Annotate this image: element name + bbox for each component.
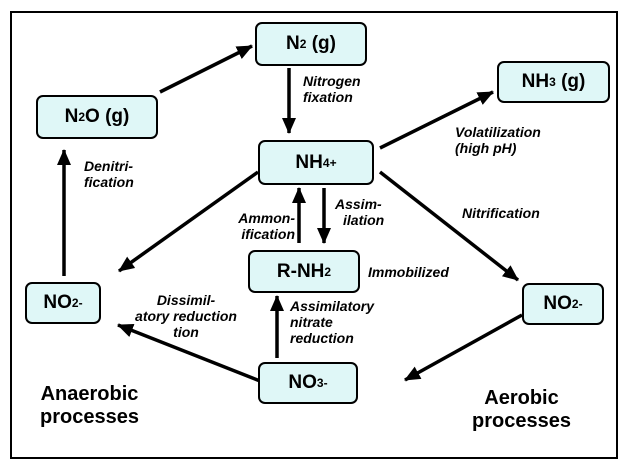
label-denitrification-line2: fication bbox=[84, 174, 134, 190]
arrow-nh4-to-no2left bbox=[117, 170, 260, 273]
label-assimilatory-nitrate-reduction: Assimilatory nitrate reduction bbox=[290, 298, 374, 346]
label-volatilization: Volatilization (high pH) bbox=[455, 124, 541, 156]
label-ammonification: Ammon- ification bbox=[208, 210, 295, 242]
label-immobilized-text: Immobilized bbox=[368, 264, 449, 280]
label-assimilatory-line3: reduction bbox=[290, 330, 354, 346]
label-volatilization-line1: Volatilization bbox=[455, 124, 541, 140]
node-nh3-sub: 3 bbox=[549, 75, 556, 89]
arrow-no2right-to-no3 bbox=[404, 313, 523, 382]
node-nh4-sup: + bbox=[329, 155, 337, 170]
label-volatilization-line2: (high pH) bbox=[455, 140, 517, 156]
node-nh4-sub: 4 bbox=[322, 155, 330, 170]
label-immobilized: Immobilized bbox=[368, 264, 449, 280]
node-no2-left-base: NO bbox=[43, 292, 72, 313]
label-assimilation-line1: Assim- bbox=[335, 196, 382, 212]
node-n2o-sub: 2 bbox=[78, 110, 86, 124]
label-dissimilatory-line1: Dissimil- bbox=[156, 292, 216, 308]
label-assimilatory-line2: nitrate bbox=[290, 314, 333, 330]
arrow-no3-to-no2left bbox=[117, 323, 261, 383]
node-n2-sub: 2 bbox=[299, 37, 307, 51]
region-aerobic-processes: Aerobic processes bbox=[472, 387, 571, 433]
region-anaerobic-line1: Anaerobic bbox=[40, 383, 139, 405]
label-denitrification: Denitri- fication bbox=[84, 158, 134, 190]
label-assimilation: Assim- ilation bbox=[335, 196, 384, 228]
node-no3-sup: - bbox=[323, 376, 328, 390]
label-denitrification-line1: Denitri- bbox=[84, 158, 133, 174]
node-n2o-base: N bbox=[64, 106, 79, 127]
label-nitrogen-fixation: Nitrogen fixation bbox=[303, 73, 361, 105]
node-no2-right-base: NO bbox=[543, 293, 572, 314]
label-nitrogen-fixation-line2: fixation bbox=[303, 89, 353, 105]
label-assimilatory-line1: Assimilatory bbox=[290, 298, 375, 314]
region-anaerobic-processes: Anaerobic processes bbox=[40, 383, 139, 429]
node-no2-right-sup: - bbox=[578, 297, 583, 311]
label-nitrification-text: Nitrification bbox=[462, 205, 540, 221]
node-n2-tail: (g) bbox=[306, 33, 336, 54]
label-dissimilatory-reduction: Dissimil- atory reduction tion bbox=[128, 292, 244, 340]
node-n2-base: N bbox=[286, 33, 300, 54]
label-assimilation-line2: ilation bbox=[343, 212, 385, 228]
node-no2-left-sup: - bbox=[78, 296, 83, 310]
region-aerobic-line1: Aerobic bbox=[484, 387, 559, 409]
node-nh4-base: NH bbox=[295, 151, 323, 173]
label-dissimilatory-line3: tion bbox=[173, 324, 199, 340]
arrow-nh4-to-no2right bbox=[378, 170, 520, 282]
node-nh3-base: NH bbox=[521, 71, 550, 92]
node-no2-right-sub: 2 bbox=[571, 297, 579, 311]
label-nitrification: Nitrification bbox=[462, 205, 540, 221]
node-no3-sub: 3 bbox=[316, 376, 324, 390]
node-n2o-tail: O (g) bbox=[85, 106, 130, 127]
label-ammonification-line1: Ammon- bbox=[238, 210, 295, 226]
region-aerobic-line2: processes bbox=[472, 410, 571, 432]
region-anaerobic-line2: processes bbox=[40, 406, 139, 428]
node-no2-left-sub: 2 bbox=[71, 296, 79, 310]
node-rnh2-base: R-NH bbox=[276, 260, 325, 282]
node-nh3-tail: (g) bbox=[555, 71, 586, 92]
label-dissimilatory-line2: atory reduction bbox=[135, 308, 237, 324]
arrow-n2o-to-n2 bbox=[159, 44, 253, 94]
label-nitrogen-fixation-line1: Nitrogen bbox=[303, 73, 361, 89]
label-ammonification-line2: ification bbox=[241, 226, 295, 242]
node-no3-base: NO bbox=[288, 372, 317, 393]
arrow-nh4-to-nh3 bbox=[379, 90, 494, 150]
node-rnh2-sub: 2 bbox=[324, 264, 332, 279]
